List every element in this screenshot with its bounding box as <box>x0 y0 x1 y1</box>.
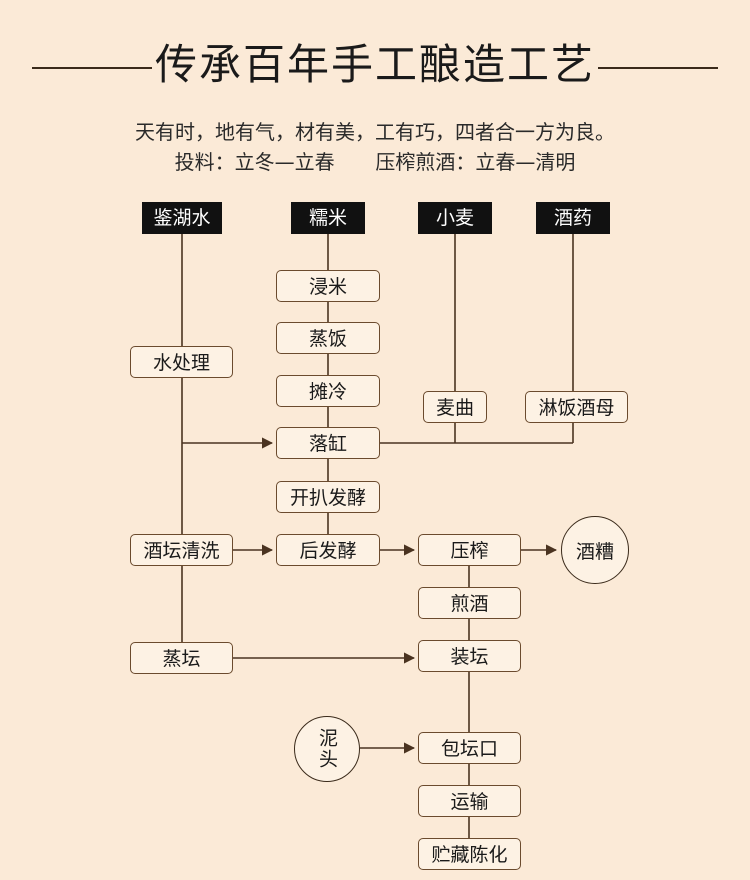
step-jar-wash: 酒坛清洗 <box>130 534 233 566</box>
step-fill-jar: 装坛 <box>418 640 521 672</box>
step-press: 压榨 <box>418 534 521 566</box>
step-boil-wine: 煎酒 <box>418 587 521 619</box>
source-medicine: 酒药 <box>536 202 610 234</box>
step-transport: 运输 <box>418 785 521 817</box>
step-wheat-qu: 麦曲 <box>423 391 487 423</box>
step-post-ferment: 后发酵 <box>276 534 380 566</box>
step-vat: 落缸 <box>276 427 380 459</box>
step-primary-ferment: 开扒发酵 <box>276 481 380 513</box>
step-steam-jar: 蒸坛 <box>130 642 233 674</box>
step-steam-rice: 蒸饭 <box>276 322 380 354</box>
source-water: 鉴湖水 <box>142 202 222 234</box>
source-rice: 糯米 <box>291 202 365 234</box>
subtitle-motto: 天有时，地有气，材有美，工有巧，四者合一方为良。 <box>135 120 615 144</box>
step-yeast-starter: 淋饭酒母 <box>525 391 628 423</box>
title-rule-right <box>598 67 718 69</box>
page-title: 传承百年手工酿造工艺 <box>154 40 595 89</box>
output-lees: 酒糟 <box>561 516 629 584</box>
step-seal-jar: 包坛口 <box>418 732 521 764</box>
step-water-treatment: 水处理 <box>130 346 233 378</box>
subtitle-feeding-period: 投料：立冬—立春 <box>174 150 335 174</box>
source-wheat: 小麦 <box>418 202 492 234</box>
title-rule-left <box>32 67 152 69</box>
step-storage-aging: 贮藏陈化 <box>418 838 521 870</box>
step-soak-rice: 浸米 <box>276 270 380 302</box>
subtitle-pressing-period: 压榨煎酒：立春—清明 <box>375 150 576 174</box>
step-cool: 摊冷 <box>276 375 380 407</box>
input-mud-cap: 泥头 <box>294 716 360 782</box>
subtitle-schedule: 投料：立冬—立春 压榨煎酒：立春—清明 <box>40 148 710 176</box>
